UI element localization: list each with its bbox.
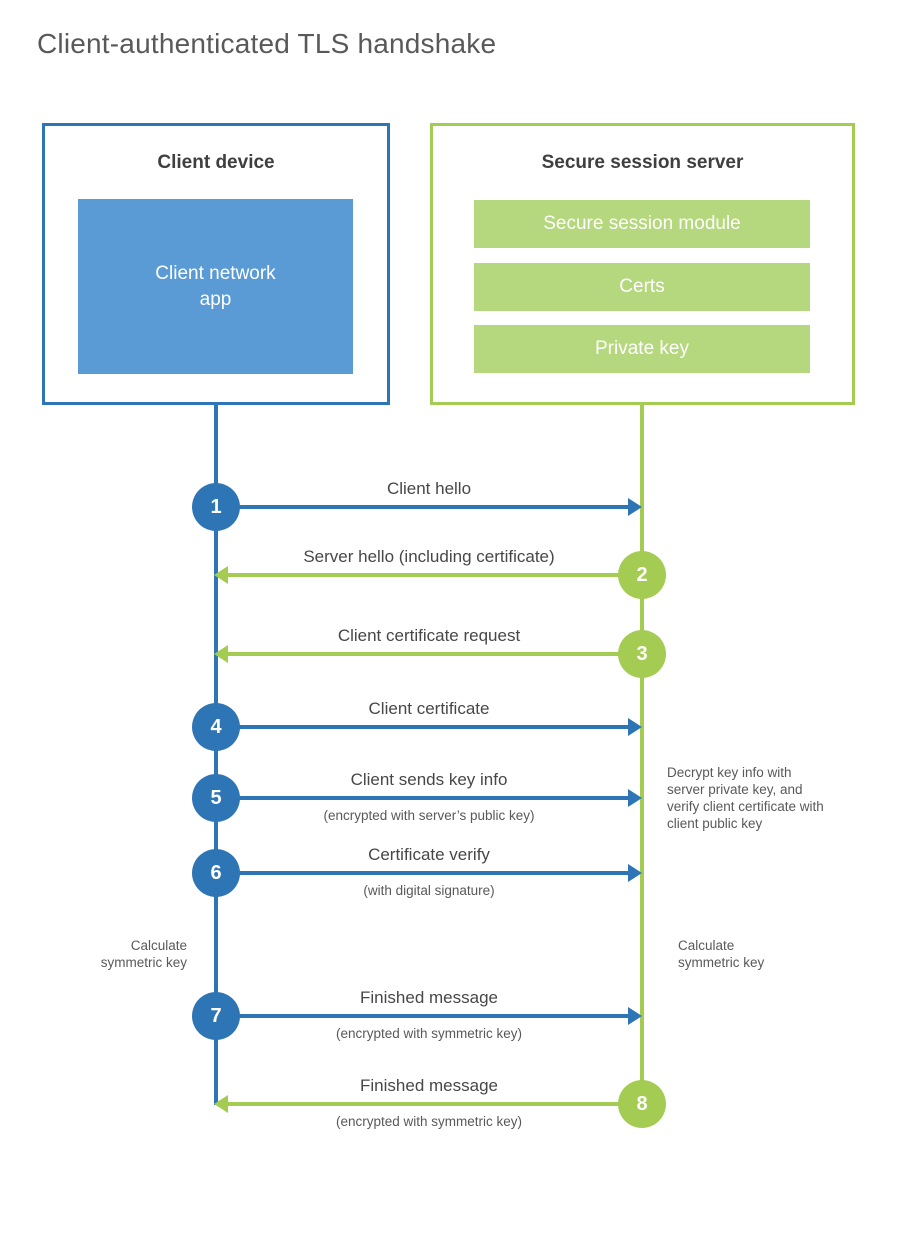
client-network-app-block: Client network app xyxy=(78,199,353,374)
arrowhead-right-icon xyxy=(628,1007,642,1025)
message-sublabel: (encrypted with symmetric key) xyxy=(335,1026,523,1041)
client-device-title: Client device xyxy=(157,152,275,173)
server-module-certs: Certs xyxy=(474,263,810,311)
step-badge-4: 4 xyxy=(192,703,240,751)
arrow-shaft xyxy=(218,725,628,729)
step-badge-1: 1 xyxy=(192,483,240,531)
arrowhead-left-icon xyxy=(214,1095,228,1113)
step-badge-6: 6 xyxy=(192,849,240,897)
note-calculate-symmetric-key-server: Calculate symmetric key xyxy=(678,938,765,970)
arrow-shaft xyxy=(228,1102,640,1106)
arrow-shaft xyxy=(228,573,640,577)
message-label: Client hello xyxy=(386,479,472,498)
step-badge-5: 5 xyxy=(192,774,240,822)
arrow-shaft xyxy=(218,871,628,875)
arrowhead-right-icon xyxy=(628,498,642,516)
step-badge-8: 8 xyxy=(618,1080,666,1128)
client-device-box: Client device Client network app xyxy=(42,123,390,405)
message-label: Finished message xyxy=(360,988,498,1007)
message-sublabel: (with digital signature) xyxy=(363,883,495,898)
message-sublabel: (encrypted with symmetric key) xyxy=(335,1114,523,1129)
message-label: Client sends key info xyxy=(350,770,508,789)
client-lifeline xyxy=(214,405,218,1105)
arrow-shaft xyxy=(218,505,628,509)
arrowhead-left-icon xyxy=(214,566,228,584)
note-calculate-symmetric-key-client: Calculate symmetric key xyxy=(100,938,187,970)
arrow-shaft xyxy=(218,1014,628,1018)
page-title: Client-authenticated TLS handshake xyxy=(37,28,497,59)
step-badge-3: 3 xyxy=(618,630,666,678)
arrow-shaft xyxy=(228,652,640,656)
server-module-secure-session: Secure session module xyxy=(474,200,810,248)
secure-session-server-title: Secure session server xyxy=(541,152,744,173)
secure-session-server-box: Secure session server Secure session mod… xyxy=(430,123,855,405)
message-label: Certificate verify xyxy=(368,845,490,864)
step-badge-2: 2 xyxy=(618,551,666,599)
message-label: Server hello (including certificate) xyxy=(303,547,555,566)
message-sublabel: (encrypted with server’s public key) xyxy=(323,808,535,823)
arrowhead-left-icon xyxy=(214,645,228,663)
message-label: Finished message xyxy=(360,1076,498,1095)
step-badge-7: 7 xyxy=(192,992,240,1040)
arrowhead-right-icon xyxy=(628,864,642,882)
arrowhead-right-icon xyxy=(628,789,642,807)
note-decrypt-key-info: Decrypt key info with server private key… xyxy=(667,765,824,831)
server-lifeline xyxy=(640,405,644,1105)
arrowhead-right-icon xyxy=(628,718,642,736)
message-label: Client certificate xyxy=(368,699,490,718)
arrow-shaft xyxy=(218,796,628,800)
message-label: Client certificate request xyxy=(337,626,521,645)
server-module-private-key: Private key xyxy=(474,325,810,373)
